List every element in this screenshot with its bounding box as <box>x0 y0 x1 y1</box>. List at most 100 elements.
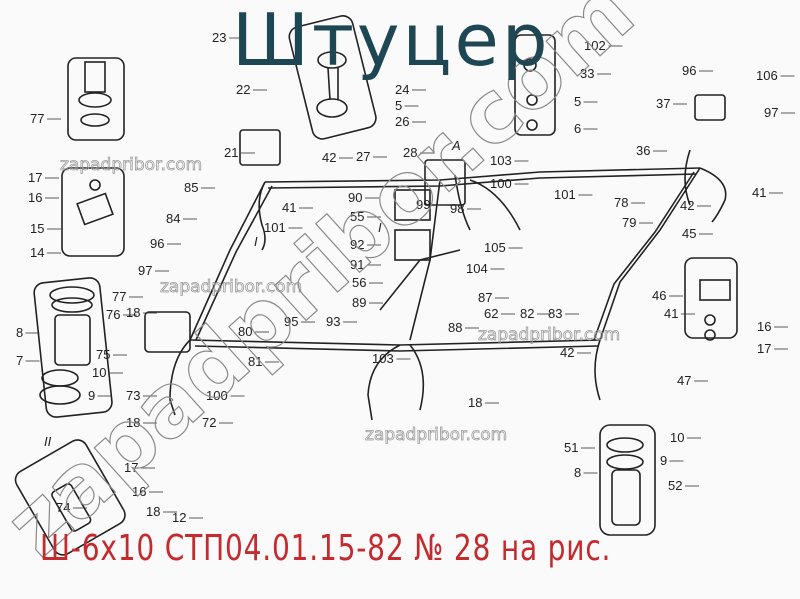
callout-56: 56 <box>352 275 366 290</box>
callout-103: 103 <box>490 153 512 168</box>
inset-77 <box>67 57 125 141</box>
hose-left-top <box>258 181 266 251</box>
inset-74 <box>14 439 126 556</box>
hose-bottom-mid-2 <box>409 344 425 411</box>
callout-78: 78 <box>614 195 628 210</box>
callout-82: 82 <box>520 306 534 321</box>
callout-100: 100 <box>490 176 512 191</box>
callout-17: 17 <box>28 170 42 185</box>
callout-42: 42 <box>322 150 336 165</box>
watermark-text: zapadpribor.com <box>478 325 620 345</box>
callout-18: 18 <box>126 305 140 320</box>
inset-8-10 <box>33 277 113 418</box>
callout-76: 76 <box>106 307 120 322</box>
callout-88: 88 <box>448 320 462 335</box>
hose-right-top-2 <box>684 149 691 206</box>
callout-16: 16 <box>132 484 146 499</box>
view-mark: II <box>44 434 52 449</box>
callout-5: 5 <box>574 94 581 109</box>
callout-83: 83 <box>548 306 562 321</box>
watermark-text: zapadpribor.com <box>160 277 302 297</box>
leader-lines <box>25 37 795 519</box>
callout-101: 101 <box>554 187 576 202</box>
callout-87: 87 <box>478 290 492 305</box>
callout-18: 18 <box>146 504 160 519</box>
callout-102: 102 <box>584 38 606 53</box>
inset-51-52 <box>599 424 656 536</box>
fitting-left-top <box>239 129 281 166</box>
callout-52: 52 <box>668 478 682 493</box>
callout-7: 7 <box>16 353 23 368</box>
callout-62: 62 <box>484 306 498 321</box>
callout-9: 9 <box>660 453 667 468</box>
callout-98: 98 <box>450 201 464 216</box>
callout-81: 81 <box>248 354 262 369</box>
callout-27: 27 <box>356 149 370 164</box>
callout-16: 16 <box>757 319 771 334</box>
callout-101: 101 <box>264 220 286 235</box>
callout-47: 47 <box>677 373 691 388</box>
callout-96: 96 <box>682 63 696 78</box>
callout-89: 89 <box>352 295 366 310</box>
callout-77: 77 <box>30 111 44 126</box>
callout-74: 74 <box>56 500 70 515</box>
hose-bottom-right <box>594 339 601 401</box>
big-watermark: zapadpribor.com <box>0 0 654 576</box>
part-caption: Ш-6х10 СТП04.01.15-82 № 28 на рис. <box>40 528 612 569</box>
callout-104: 104 <box>466 261 488 276</box>
callout-100: 100 <box>206 388 228 403</box>
watermark-text: zapadpribor.com <box>365 425 507 445</box>
callout-95: 95 <box>284 314 298 329</box>
callout-41: 41 <box>752 185 766 200</box>
callout-24: 24 <box>395 82 409 97</box>
callout-97: 97 <box>138 263 152 278</box>
callout-77: 77 <box>112 289 126 304</box>
hose-bottom-mid <box>367 344 401 421</box>
callout-105: 105 <box>484 240 506 255</box>
callout-17: 17 <box>124 460 138 475</box>
callout-8: 8 <box>16 325 23 340</box>
pipe-left <box>189 181 266 341</box>
pipe-top <box>264 167 701 183</box>
pipe-left-inner <box>195 185 273 341</box>
pipe-drawing <box>14 15 738 556</box>
callout-45: 45 <box>682 226 696 241</box>
callout-6: 6 <box>574 121 581 136</box>
watermarks: zapadpribor.com zapadpribor.com zapadpri… <box>0 0 654 576</box>
callout-85: 85 <box>184 180 198 195</box>
callout-23: 23 <box>212 30 226 45</box>
callout-92: 92 <box>350 237 364 252</box>
inset-14-17 <box>61 167 125 257</box>
view-mark: A <box>451 138 461 153</box>
view-mark: I <box>378 220 382 235</box>
callout-42: 42 <box>680 198 694 213</box>
bracket-center <box>394 189 431 221</box>
callout-41: 41 <box>664 306 678 321</box>
callout-33: 33 <box>580 66 594 81</box>
callout-12: 12 <box>172 510 186 525</box>
pipe-right-inner <box>593 171 695 341</box>
callout-17: 17 <box>757 341 771 356</box>
fitting-right <box>694 94 726 121</box>
callout-36: 36 <box>636 143 650 158</box>
callout-46: 46 <box>652 288 666 303</box>
hose-top-center <box>469 179 521 231</box>
inset-45-47 <box>684 257 738 339</box>
callout-10: 10 <box>92 365 106 380</box>
pipe-top-inner <box>267 173 697 189</box>
hose-right-top <box>699 167 727 223</box>
callout-42: 42 <box>560 345 574 360</box>
callout-55: 55 <box>350 209 364 224</box>
watermark-text: zapadpribor.com <box>60 155 202 175</box>
callout-90: 90 <box>348 190 362 205</box>
callout-72: 72 <box>202 415 216 430</box>
callout-99: 99 <box>416 197 430 212</box>
callout-26: 26 <box>395 114 409 129</box>
callout-73: 73 <box>126 388 140 403</box>
callout-14: 14 <box>30 245 44 260</box>
callout-15: 15 <box>30 221 44 236</box>
callout-97: 97 <box>764 105 778 120</box>
callout-16: 16 <box>28 190 42 205</box>
